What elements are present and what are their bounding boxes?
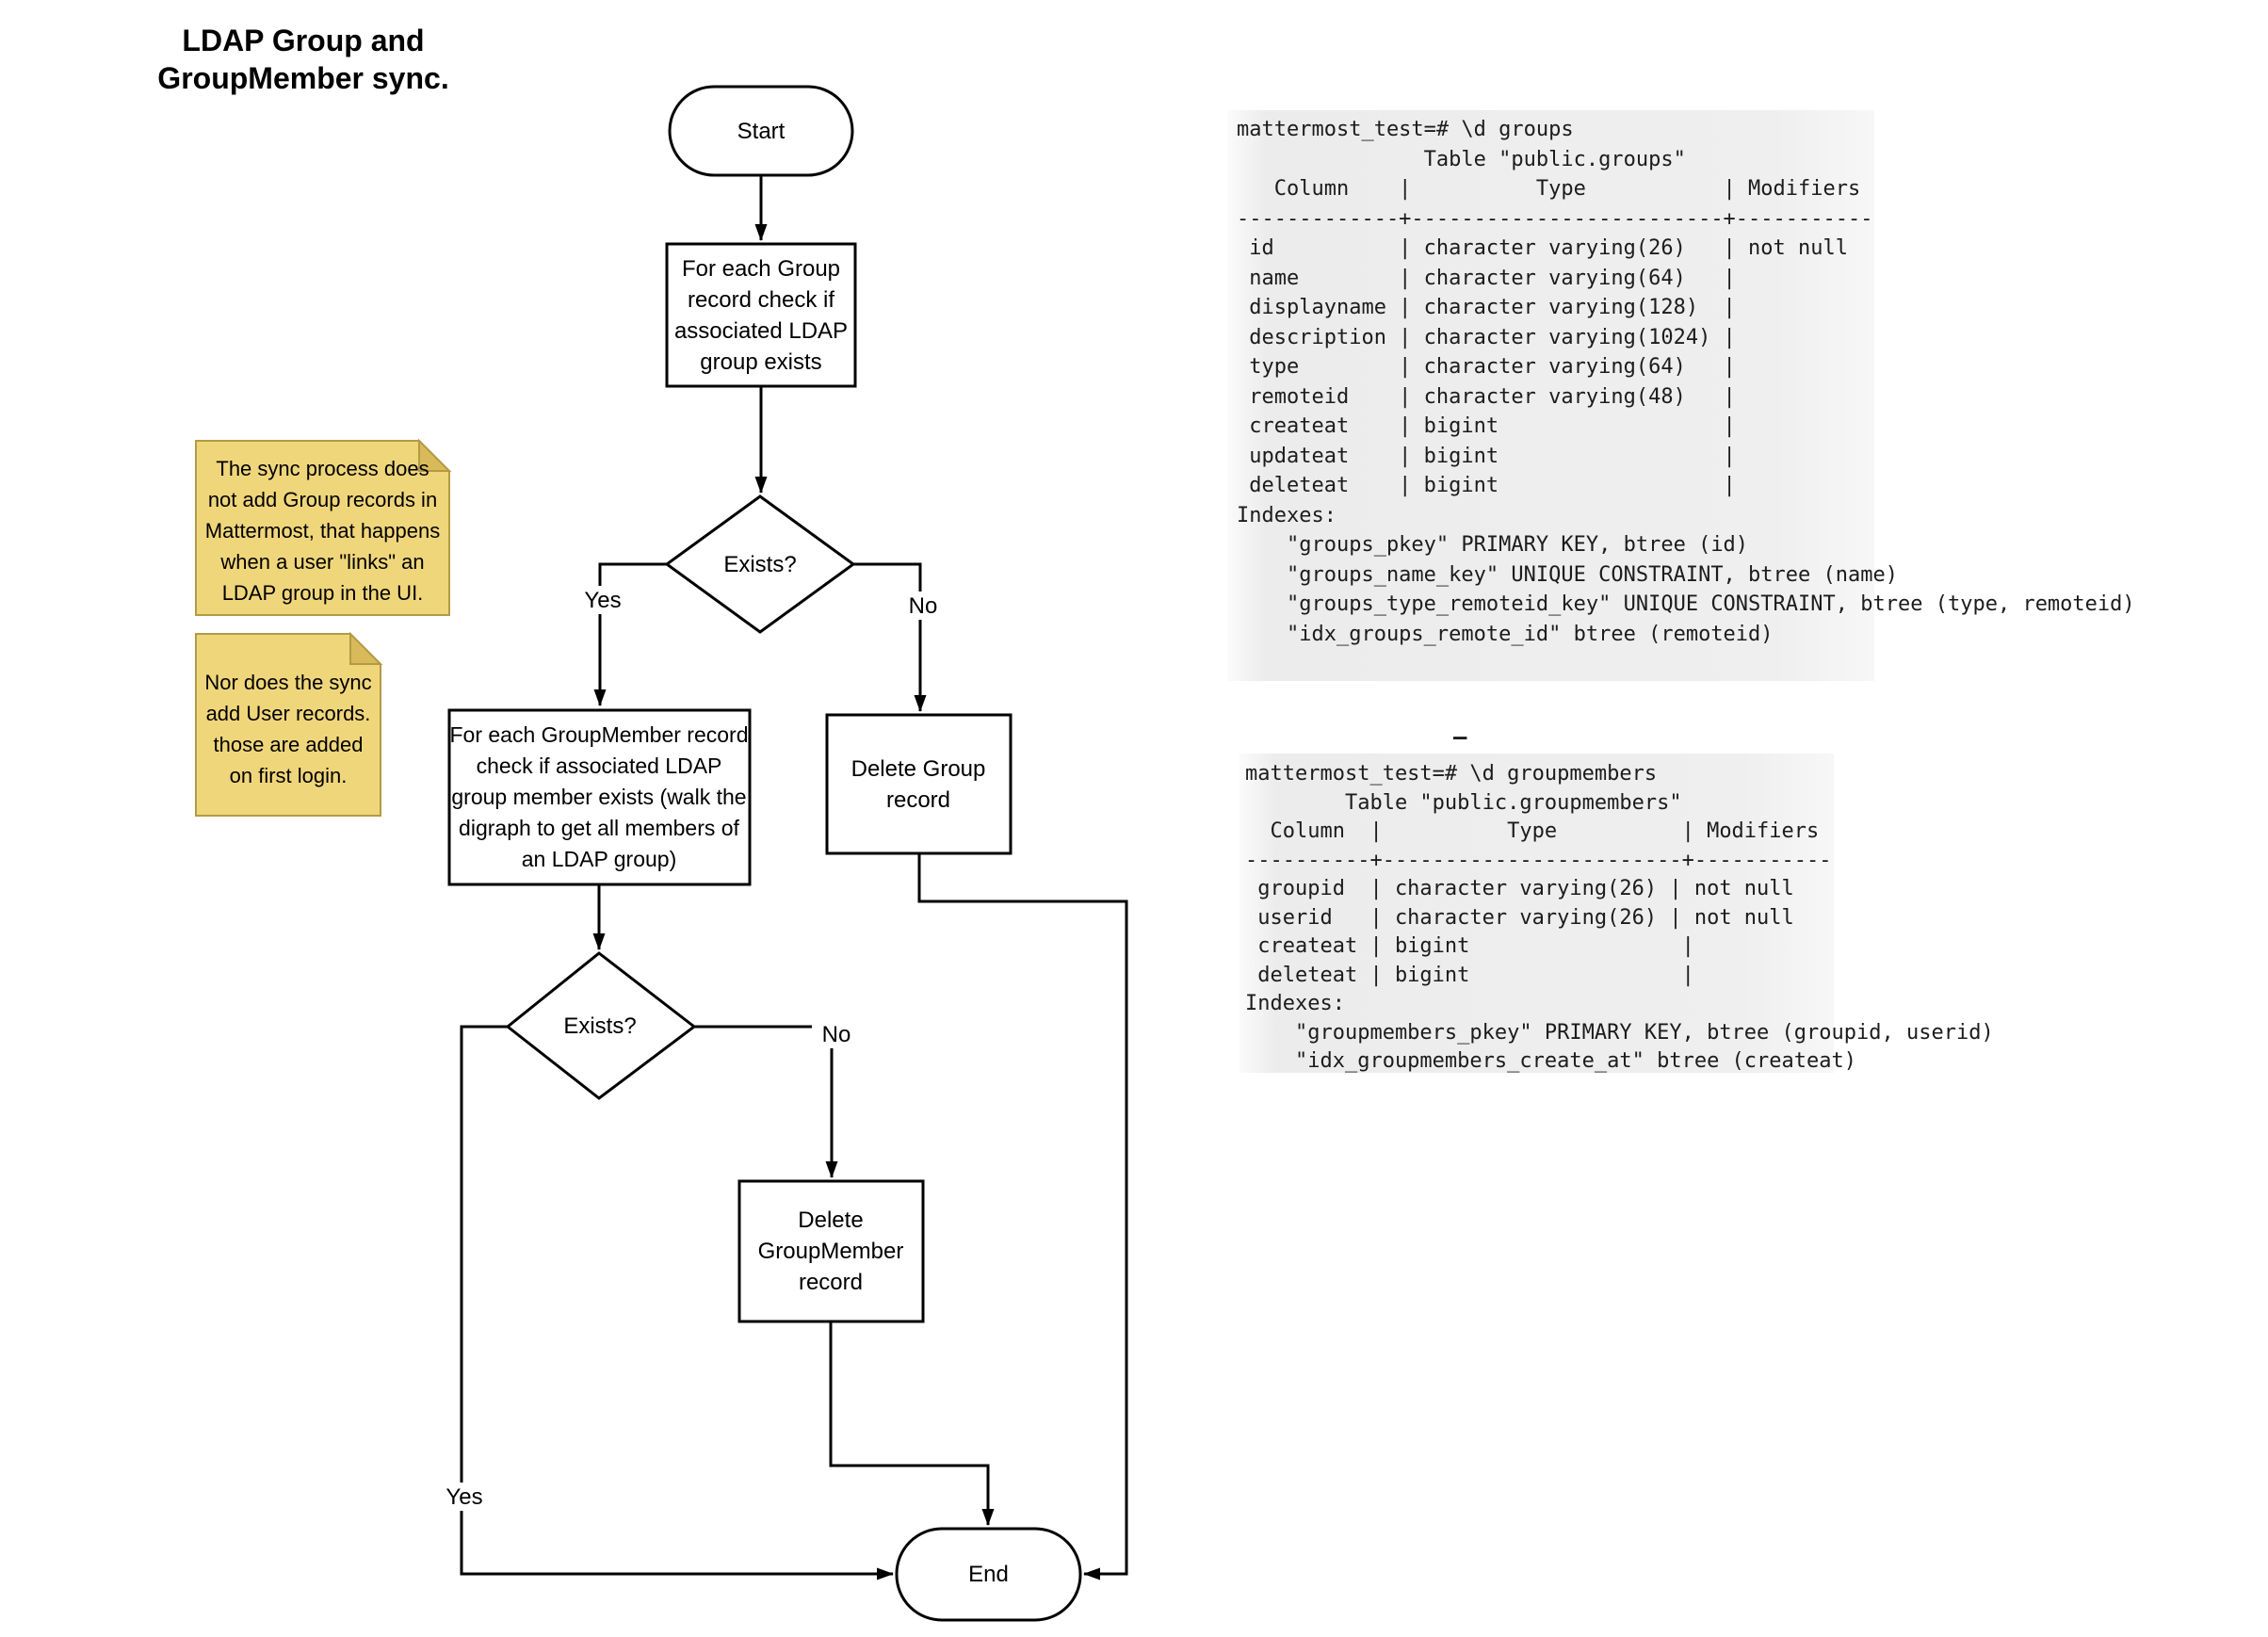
member-no-label: No (812, 1020, 861, 1048)
groups-terminal-background (1227, 110, 1874, 681)
stray-dash: – (1453, 723, 1467, 750)
sticky-note-group-records-fold (418, 438, 452, 472)
delete-group-node (825, 713, 1012, 855)
sticky-note-group-records (195, 440, 450, 616)
sticky-note-user-records (195, 633, 381, 817)
decision-member-exists-label: Exists? (563, 1013, 637, 1039)
end-node (895, 1527, 1082, 1622)
process-group-check-label: For each Group record check if associate… (673, 255, 849, 375)
groupmembers-terminal-output: mattermost_test=# \d groupmembers Table … (1245, 762, 1994, 1073)
sticky-note-user-records-fold (349, 631, 383, 665)
decision-group-exists-label: Exists? (723, 551, 797, 577)
groupmembers-terminal-background (1239, 754, 1834, 1073)
connector-exists2-yes-to-end (460, 1025, 894, 1580)
start-label: Start (737, 118, 786, 144)
decision-member-exists-node (505, 951, 697, 1100)
sticky-note-group-records-text: The sync process does not add Group reco… (204, 456, 441, 605)
group-no-label: No (897, 592, 949, 620)
connector-delete-groupmember-to-end (829, 1321, 995, 1526)
group-yes-label: Yes (567, 586, 639, 614)
member-yes-label: Yes (429, 1483, 500, 1511)
connector-exists-yes-to-groupmember-check (593, 562, 667, 706)
delete-groupmember-node (737, 1179, 925, 1323)
diagram-title: LDAP Group and GroupMember sync. (157, 24, 449, 95)
delete-groupmember-label: Delete GroupMember record (757, 1207, 904, 1295)
process-groupmember-check-node (447, 708, 752, 886)
process-groupmember-check-label: For each GroupMember record check if ass… (449, 722, 749, 871)
end-label: End (968, 1562, 1009, 1587)
sticky-note-user-records-text: Nor does the sync add User records. thos… (204, 670, 372, 787)
connector-exists2-no-to-delete-groupmember (694, 1025, 838, 1178)
decision-group-exists-node (664, 494, 856, 634)
connector-exists-no-to-delete-group (853, 562, 927, 712)
start-node (668, 85, 854, 177)
delete-group-label: Delete Group record (850, 755, 986, 813)
process-group-check-node (665, 242, 857, 388)
connector-delete-group-to-end (917, 853, 1128, 1580)
groups-terminal-output: mattermost_test=# \d groups Table "publi… (1237, 118, 2135, 646)
